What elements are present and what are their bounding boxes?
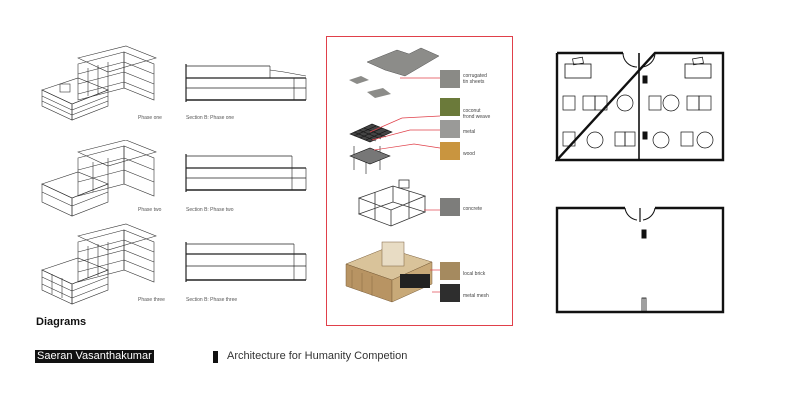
swatch-coconut-frond: [440, 98, 460, 116]
axonometric-phase-three: [41, 223, 157, 305]
section-label-1: Section B: Phase one: [186, 115, 235, 121]
material-label-5: concrete: [463, 206, 483, 212]
section-label-2: Section B: Phase two: [186, 207, 234, 213]
materials-frame: [326, 36, 513, 326]
phase-label-3: Phase three: [138, 297, 165, 303]
competition-title: Architecture for Humanity Competion: [227, 350, 408, 362]
axonometric-phase-one: [41, 45, 157, 121]
swatch-wood: [440, 142, 460, 160]
phase-label-2: Phase two: [138, 207, 162, 213]
swatch-concrete: [440, 198, 460, 216]
exploded-concrete-frame: [357, 179, 427, 227]
leader-lines: [369, 77, 441, 293]
section-label-3: Section B: Phase three: [186, 297, 238, 303]
exploded-roof: [349, 47, 440, 98]
section-phase-two: [185, 154, 307, 192]
material-label-3: metal: [463, 129, 476, 135]
diagrams-title: Diagrams: [36, 316, 87, 328]
swatch-metal: [440, 120, 460, 138]
bullet-bar-icon: [213, 351, 218, 363]
axonometric-phase-two: [41, 140, 157, 217]
material-label-6: local brick: [463, 271, 486, 277]
author-name: Saeran Vasanthakumar: [35, 350, 154, 363]
material-label-1: corrugated tin sheets: [463, 73, 487, 85]
exploded-frame-structure: [349, 123, 393, 174]
material-label-4: wood: [463, 151, 475, 157]
swatch-local-brick: [440, 262, 460, 280]
phase-label-1: Phase one: [138, 115, 162, 121]
exploded-brick-base: [345, 241, 433, 303]
material-label-2: coconut frond weave: [463, 108, 491, 120]
swatch-corrugated-tin: [440, 70, 460, 88]
section-phase-one: [185, 64, 307, 102]
section-phase-three: [185, 242, 307, 282]
swatch-metal-mesh: [440, 284, 460, 302]
floor-plan-furnished: [555, 51, 725, 162]
material-label-7: metal mesh: [463, 293, 489, 299]
floor-plan-empty: [555, 206, 725, 314]
